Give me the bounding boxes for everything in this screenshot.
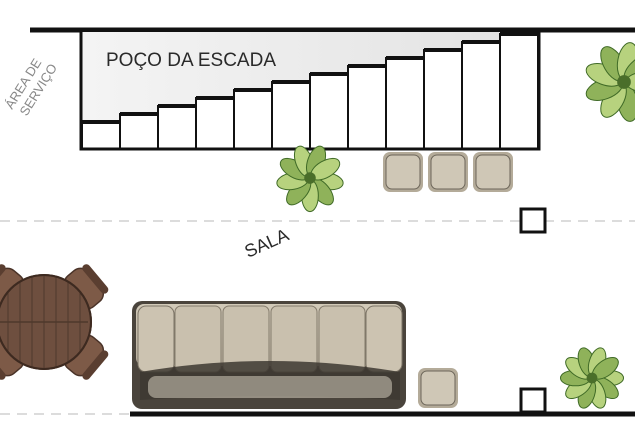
sofa-seat-highlight xyxy=(148,376,392,398)
plant-2 xyxy=(585,42,635,122)
plant-3 xyxy=(560,347,624,409)
ottoman-2 xyxy=(428,152,468,192)
table-planks xyxy=(0,275,88,369)
stair-steps xyxy=(81,32,539,150)
ottoman-3 xyxy=(473,152,513,192)
stair-step-5 xyxy=(233,88,273,150)
stair-step-8 xyxy=(347,64,387,150)
dining-set xyxy=(0,264,109,380)
column-1 xyxy=(519,207,547,234)
stair-step-3 xyxy=(157,104,197,150)
column-2 xyxy=(519,387,547,414)
ottoman-1 xyxy=(383,152,423,192)
sofa-left-arm xyxy=(137,305,175,373)
sofa-right-arm xyxy=(365,305,403,373)
ottoman-bottom xyxy=(418,368,458,408)
sofa-cushion-4 xyxy=(318,305,366,373)
plant-1 xyxy=(276,145,344,213)
stair-step-6 xyxy=(271,80,311,150)
stair-step-2 xyxy=(119,112,159,150)
stair-step-12 xyxy=(499,32,539,150)
living-room-label: SALA xyxy=(241,225,291,262)
stairwell: POÇO DA ESCADA xyxy=(79,30,541,151)
stairwell-label: POÇO DA ESCADA xyxy=(106,50,276,71)
stair-step-11 xyxy=(461,40,501,150)
walls xyxy=(30,27,635,417)
sofa-seat-cushions xyxy=(174,305,366,373)
sofa-cushion-1 xyxy=(174,305,222,373)
sofa xyxy=(132,301,406,409)
service-area-label: ÁREA DE SERVIÇO xyxy=(2,56,60,119)
stair-step-9 xyxy=(385,56,425,150)
ottomans-top xyxy=(383,152,513,192)
stair-step-10 xyxy=(423,48,463,150)
stair-step-4 xyxy=(195,96,235,150)
stairwell-outline xyxy=(79,30,541,151)
stair-step-7 xyxy=(309,72,349,150)
stair-step-1 xyxy=(81,120,121,150)
